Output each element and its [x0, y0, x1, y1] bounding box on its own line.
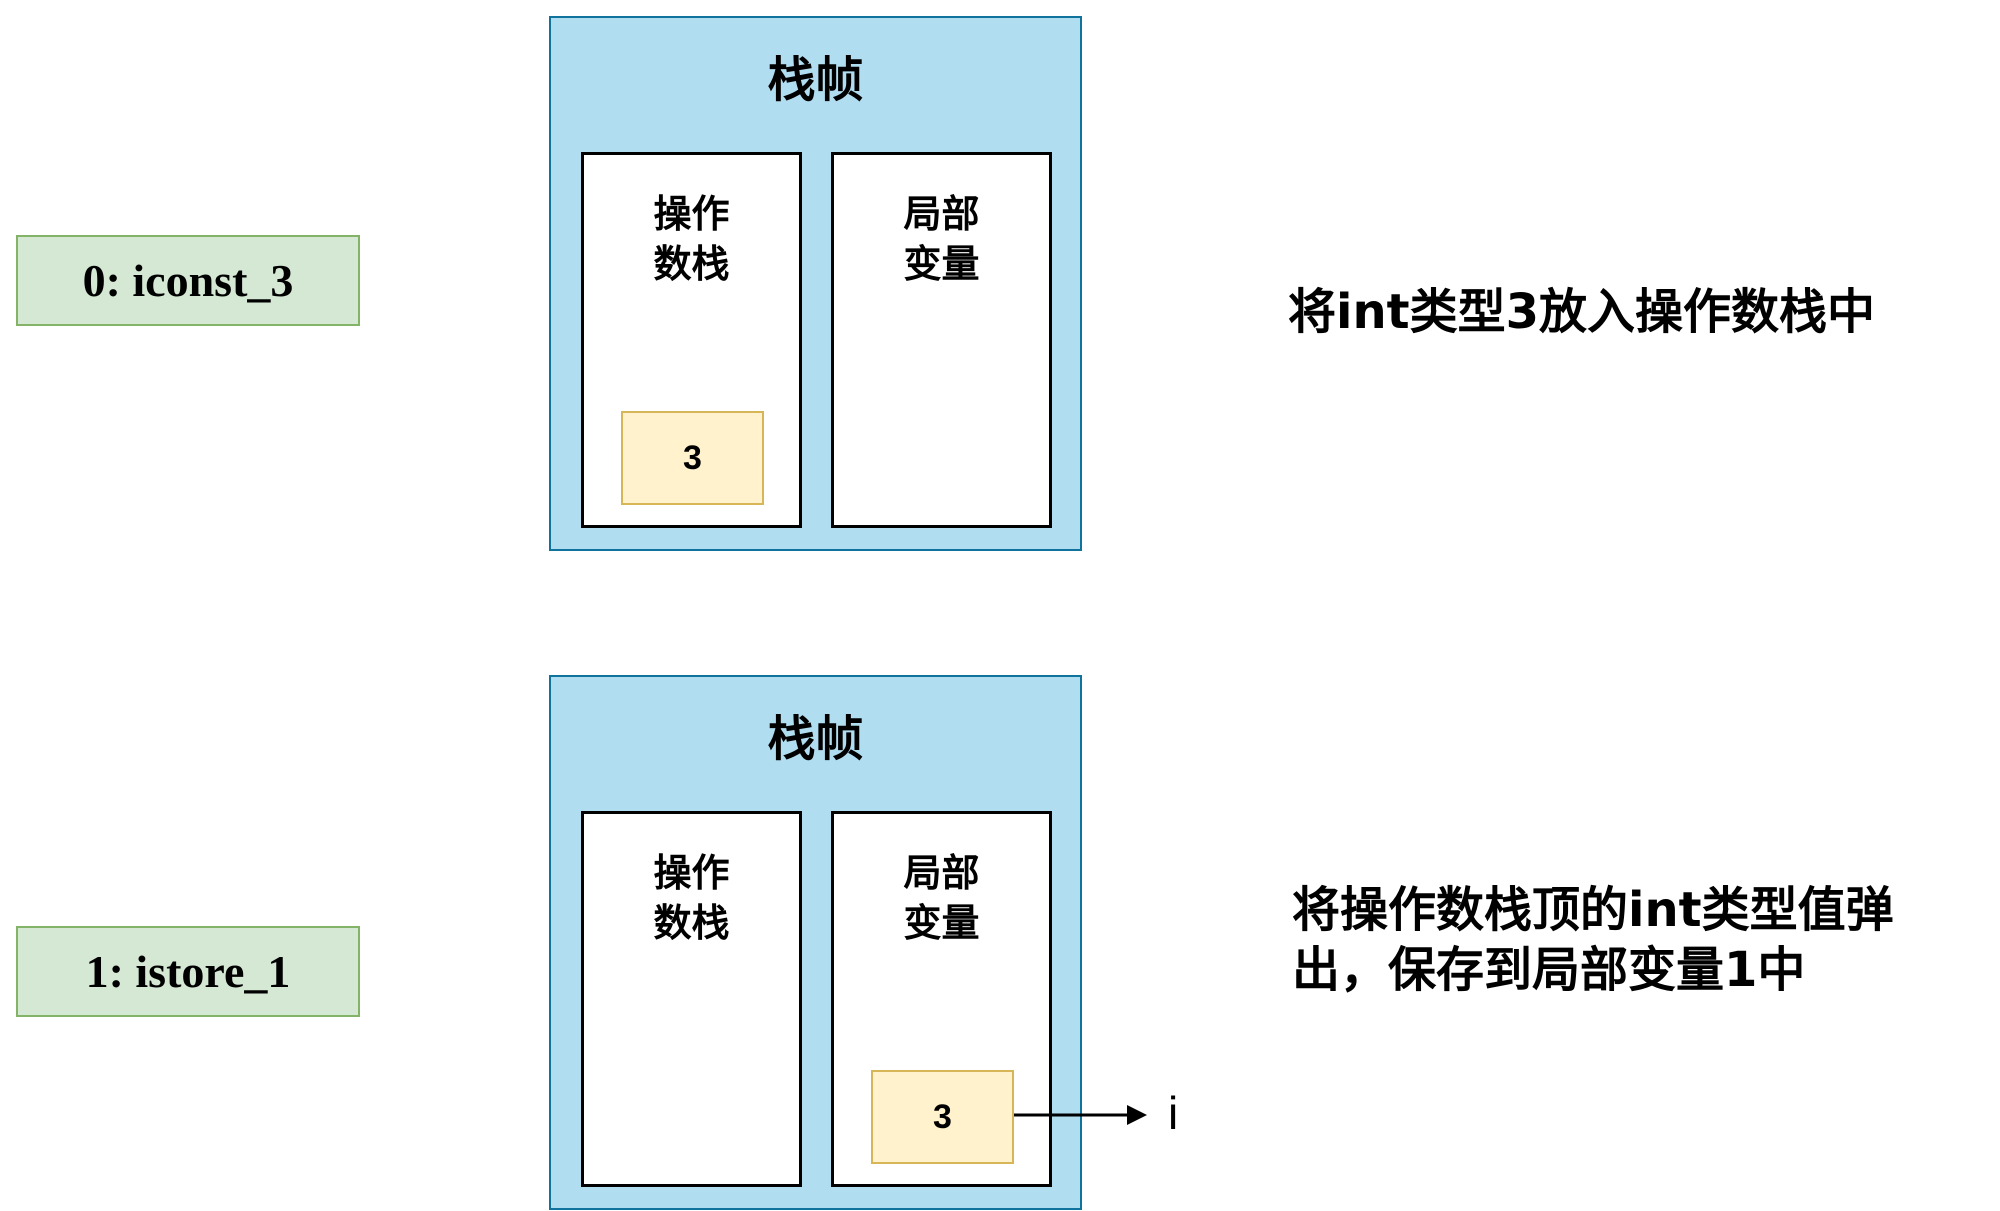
- instruction-text: 0: iconst_3: [82, 255, 294, 306]
- operand-stack-value: 3: [683, 438, 702, 477]
- local-var-value-cell: 3: [871, 1070, 1014, 1164]
- local-vars-slot: 局部 变量: [831, 152, 1052, 528]
- instruction-text: 1: istore_1: [85, 946, 291, 997]
- local-var-value: 3: [933, 1097, 952, 1136]
- operand-stack-label-line2: 数栈: [653, 901, 730, 945]
- local-vars-slot: 局部 变量 3: [831, 811, 1052, 1187]
- local-vars-label-line2: 变量: [903, 242, 980, 286]
- description-line-2: 出，保存到局部变量1中: [1292, 942, 1806, 998]
- description-line: 将int类型3放入操作数栈中: [1288, 284, 1875, 340]
- operand-stack-slot: 操作 数栈: [581, 811, 802, 1187]
- frame-title: 栈帧: [767, 52, 864, 108]
- local-vars-label-line1: 局部: [903, 192, 980, 236]
- operand-stack-label: 操作 数栈: [584, 848, 799, 948]
- instruction-box-istore: 1: istore_1: [16, 926, 360, 1017]
- local-vars-label-line2: 变量: [903, 901, 980, 945]
- operand-stack-label-line2: 数栈: [653, 242, 730, 286]
- frame-title: 栈帧: [767, 711, 864, 767]
- operand-stack-slot: 操作 数栈 3: [581, 152, 802, 528]
- operand-stack-label: 操作 数栈: [584, 189, 799, 289]
- local-vars-label: 局部 变量: [834, 848, 1049, 948]
- step1-description: 将int类型3放入操作数栈中: [1288, 282, 1875, 342]
- step2-description: 将操作数栈顶的int类型值弹 出，保存到局部变量1中: [1292, 880, 1894, 1000]
- instruction-box-iconst: 0: iconst_3: [16, 235, 360, 326]
- operand-stack-label-line1: 操作: [653, 851, 730, 895]
- local-var-name: i: [1168, 1087, 1179, 1139]
- operand-stack-label-line1: 操作: [653, 192, 730, 236]
- arrow-head: [1127, 1105, 1147, 1125]
- stack-frame-step1: 栈帧 操作 数栈 3 局部 变量: [549, 16, 1082, 551]
- operand-stack-value-cell: 3: [621, 411, 764, 505]
- description-line-1: 将操作数栈顶的int类型值弹: [1292, 882, 1894, 938]
- local-vars-label-line1: 局部: [903, 851, 980, 895]
- local-vars-label: 局部 变量: [834, 189, 1049, 289]
- stack-frame-step2: 栈帧 操作 数栈 局部 变量 3: [549, 675, 1082, 1210]
